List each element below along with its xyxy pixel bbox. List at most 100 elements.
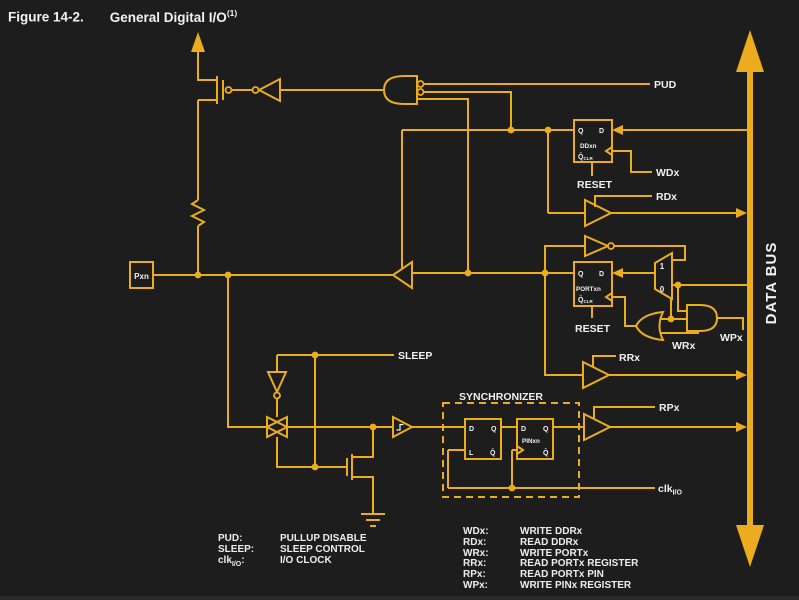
legend-row: RDx:READ DDRx: [463, 536, 579, 548]
port-mux-icon: [654, 251, 673, 301]
feedback-tap: [544, 245, 585, 273]
wpx-label: WPx: [720, 332, 743, 344]
portxn-clock-line: [612, 296, 636, 327]
schmitt-trigger-icon: [392, 415, 415, 439]
svg-text:D: D: [469, 426, 474, 433]
pullup-inverter-icon: [256, 77, 281, 103]
rrx-bus-arrow-icon: [736, 370, 747, 380]
rdx-tristate-icon: [584, 198, 614, 228]
portxn-clock-wedge-icon: [604, 292, 613, 302]
portxn-reset-label: RESET: [575, 323, 611, 335]
mux-input-0-label: 0: [660, 285, 665, 294]
svg-text:D: D: [599, 271, 604, 278]
junction-dots: [194, 126, 682, 492]
transmission-gate-icon: [264, 415, 290, 439]
data-bus-arrow-down-icon: [736, 525, 764, 567]
svg-text:D: D: [599, 128, 604, 135]
legend-row: clkI/O:I/O CLOCK: [218, 554, 332, 568]
rpx-buffer: RPx: [583, 402, 747, 442]
pxn-label: Pxn: [134, 272, 149, 281]
feedback-inverter-icon: [584, 234, 611, 258]
figure-number: Figure 14-2.: [8, 9, 84, 25]
svg-text:Q̄: Q̄: [490, 448, 496, 457]
svg-text:Q̄: Q̄: [543, 448, 549, 457]
legend-row: SLEEP:SLEEP CONTROL: [218, 543, 365, 555]
figure-name: General Digital I/O: [109, 9, 227, 25]
legend-right: WDx:WRITE DDRx RDx:READ DDRx WRx:WRITE P…: [463, 526, 639, 592]
data-bus: DATA BUS: [736, 30, 780, 567]
svg-text:DDxn: DDxn: [580, 143, 597, 150]
sleep-inverter-icon: [266, 371, 288, 395]
svg-text:Q: Q: [578, 128, 584, 135]
rdx-enable-stub: [594, 195, 652, 207]
sleep-section: SLEEP: [227, 275, 465, 527]
rrx-tristate-icon: [582, 360, 612, 390]
svg-text:Q: Q: [543, 426, 549, 433]
legend-row: PUD:PULLUP DISABLE: [218, 533, 367, 544]
rpx-bus-arrow-icon: [736, 422, 747, 432]
svg-text:D: D: [521, 426, 526, 433]
svg-text:Q: Q: [578, 271, 584, 278]
svg-text:Q̄CLR: Q̄CLR: [578, 152, 593, 161]
port-clock-or-gate-icon: [634, 310, 665, 342]
rpx-tristate-icon: [583, 412, 613, 442]
legend-left: PUD:PULLUP DISABLE SLEEP:SLEEP CONTROL c…: [218, 533, 367, 570]
portxn-register: Q D PORTxn Q̄CLR RESET 1 0 WRx: [544, 234, 747, 352]
rrx-buffer: RRx: [544, 273, 747, 390]
pud-label: PUD: [654, 79, 677, 91]
data-bus-label: DATA BUS: [763, 242, 780, 325]
legend-row: RPx:READ PORTx PIN: [463, 569, 604, 581]
vcc-arrow-icon: [191, 32, 205, 52]
rrx-label: RRx: [619, 352, 640, 364]
output-driver-icon: [391, 260, 413, 290]
wdx-line: [612, 150, 652, 173]
hysteresis-glyph-icon: [396, 423, 404, 431]
pinxn-clock-wedge-icon: [516, 445, 525, 455]
rdx-buffer: RDx: [548, 191, 747, 228]
rrx-enable-stub: [592, 355, 616, 367]
ddxn-box: [573, 119, 613, 163]
svg-text:PORTxn: PORTxn: [576, 286, 601, 293]
synchronizer-label: SYNCHRONIZER: [459, 391, 543, 403]
data-bus-arrow-up-icon: [736, 30, 764, 72]
synchronizer-dashed-box: [442, 402, 580, 498]
svg-text:Q̄CLR: Q̄CLR: [578, 295, 593, 304]
wdx-label: WDx: [656, 167, 679, 179]
clk-io-label: clkI/O: [658, 483, 682, 497]
clk-io-line: [447, 449, 655, 489]
nmos-transistor: [346, 427, 374, 514]
rdx-bus-arrow-icon: [736, 208, 747, 218]
synchronizer-section: SYNCHRONIZER D Q L Q̄ D Q PINxn Q̄ clkI/…: [442, 391, 682, 498]
legend-row: WPx:WRITE PINx REGISTER: [463, 579, 632, 591]
svg-text:L: L: [469, 450, 474, 457]
wpx-and-gate-icon: [686, 304, 719, 332]
sleep-label: SLEEP: [398, 350, 432, 362]
portxn-box: [573, 261, 613, 307]
rpx-label: RPx: [659, 402, 680, 414]
svg-text:Q: Q: [491, 426, 497, 433]
pullup-and-gate-icon: [382, 75, 418, 105]
svg-text:PINxn: PINxn: [522, 438, 540, 445]
ddxn-d-arrow-icon: [612, 125, 623, 135]
figure-title: Figure 14-2. General Digital I/O(1): [8, 8, 237, 25]
mux-input-1-label: 1: [660, 262, 665, 271]
bottom-strip: [0, 596, 799, 600]
pullup-section: PUD: [189, 32, 677, 275]
legend-row: WDx:WRITE DDRx: [463, 526, 583, 537]
sync-latch-box: [464, 418, 502, 460]
ground-icon: [361, 513, 385, 527]
pmos-gate-bubble-icon: [224, 86, 233, 94]
pinxn-box: [516, 418, 554, 460]
pullup-resistor: [189, 199, 207, 275]
ddxn-reset-label: RESET: [577, 179, 613, 191]
wpx-line: [717, 317, 744, 330]
ddxn-clock-wedge-icon: [604, 146, 613, 156]
ddxn-q-line: [401, 129, 574, 268]
wrx-label: WRx: [672, 340, 695, 352]
portxn-d-arrow-icon: [612, 268, 623, 278]
rpx-enable-stub: [593, 406, 655, 418]
footnote-ref: (1): [226, 8, 238, 18]
legend-row: RRx:READ PORTx REGISTER: [463, 558, 639, 570]
